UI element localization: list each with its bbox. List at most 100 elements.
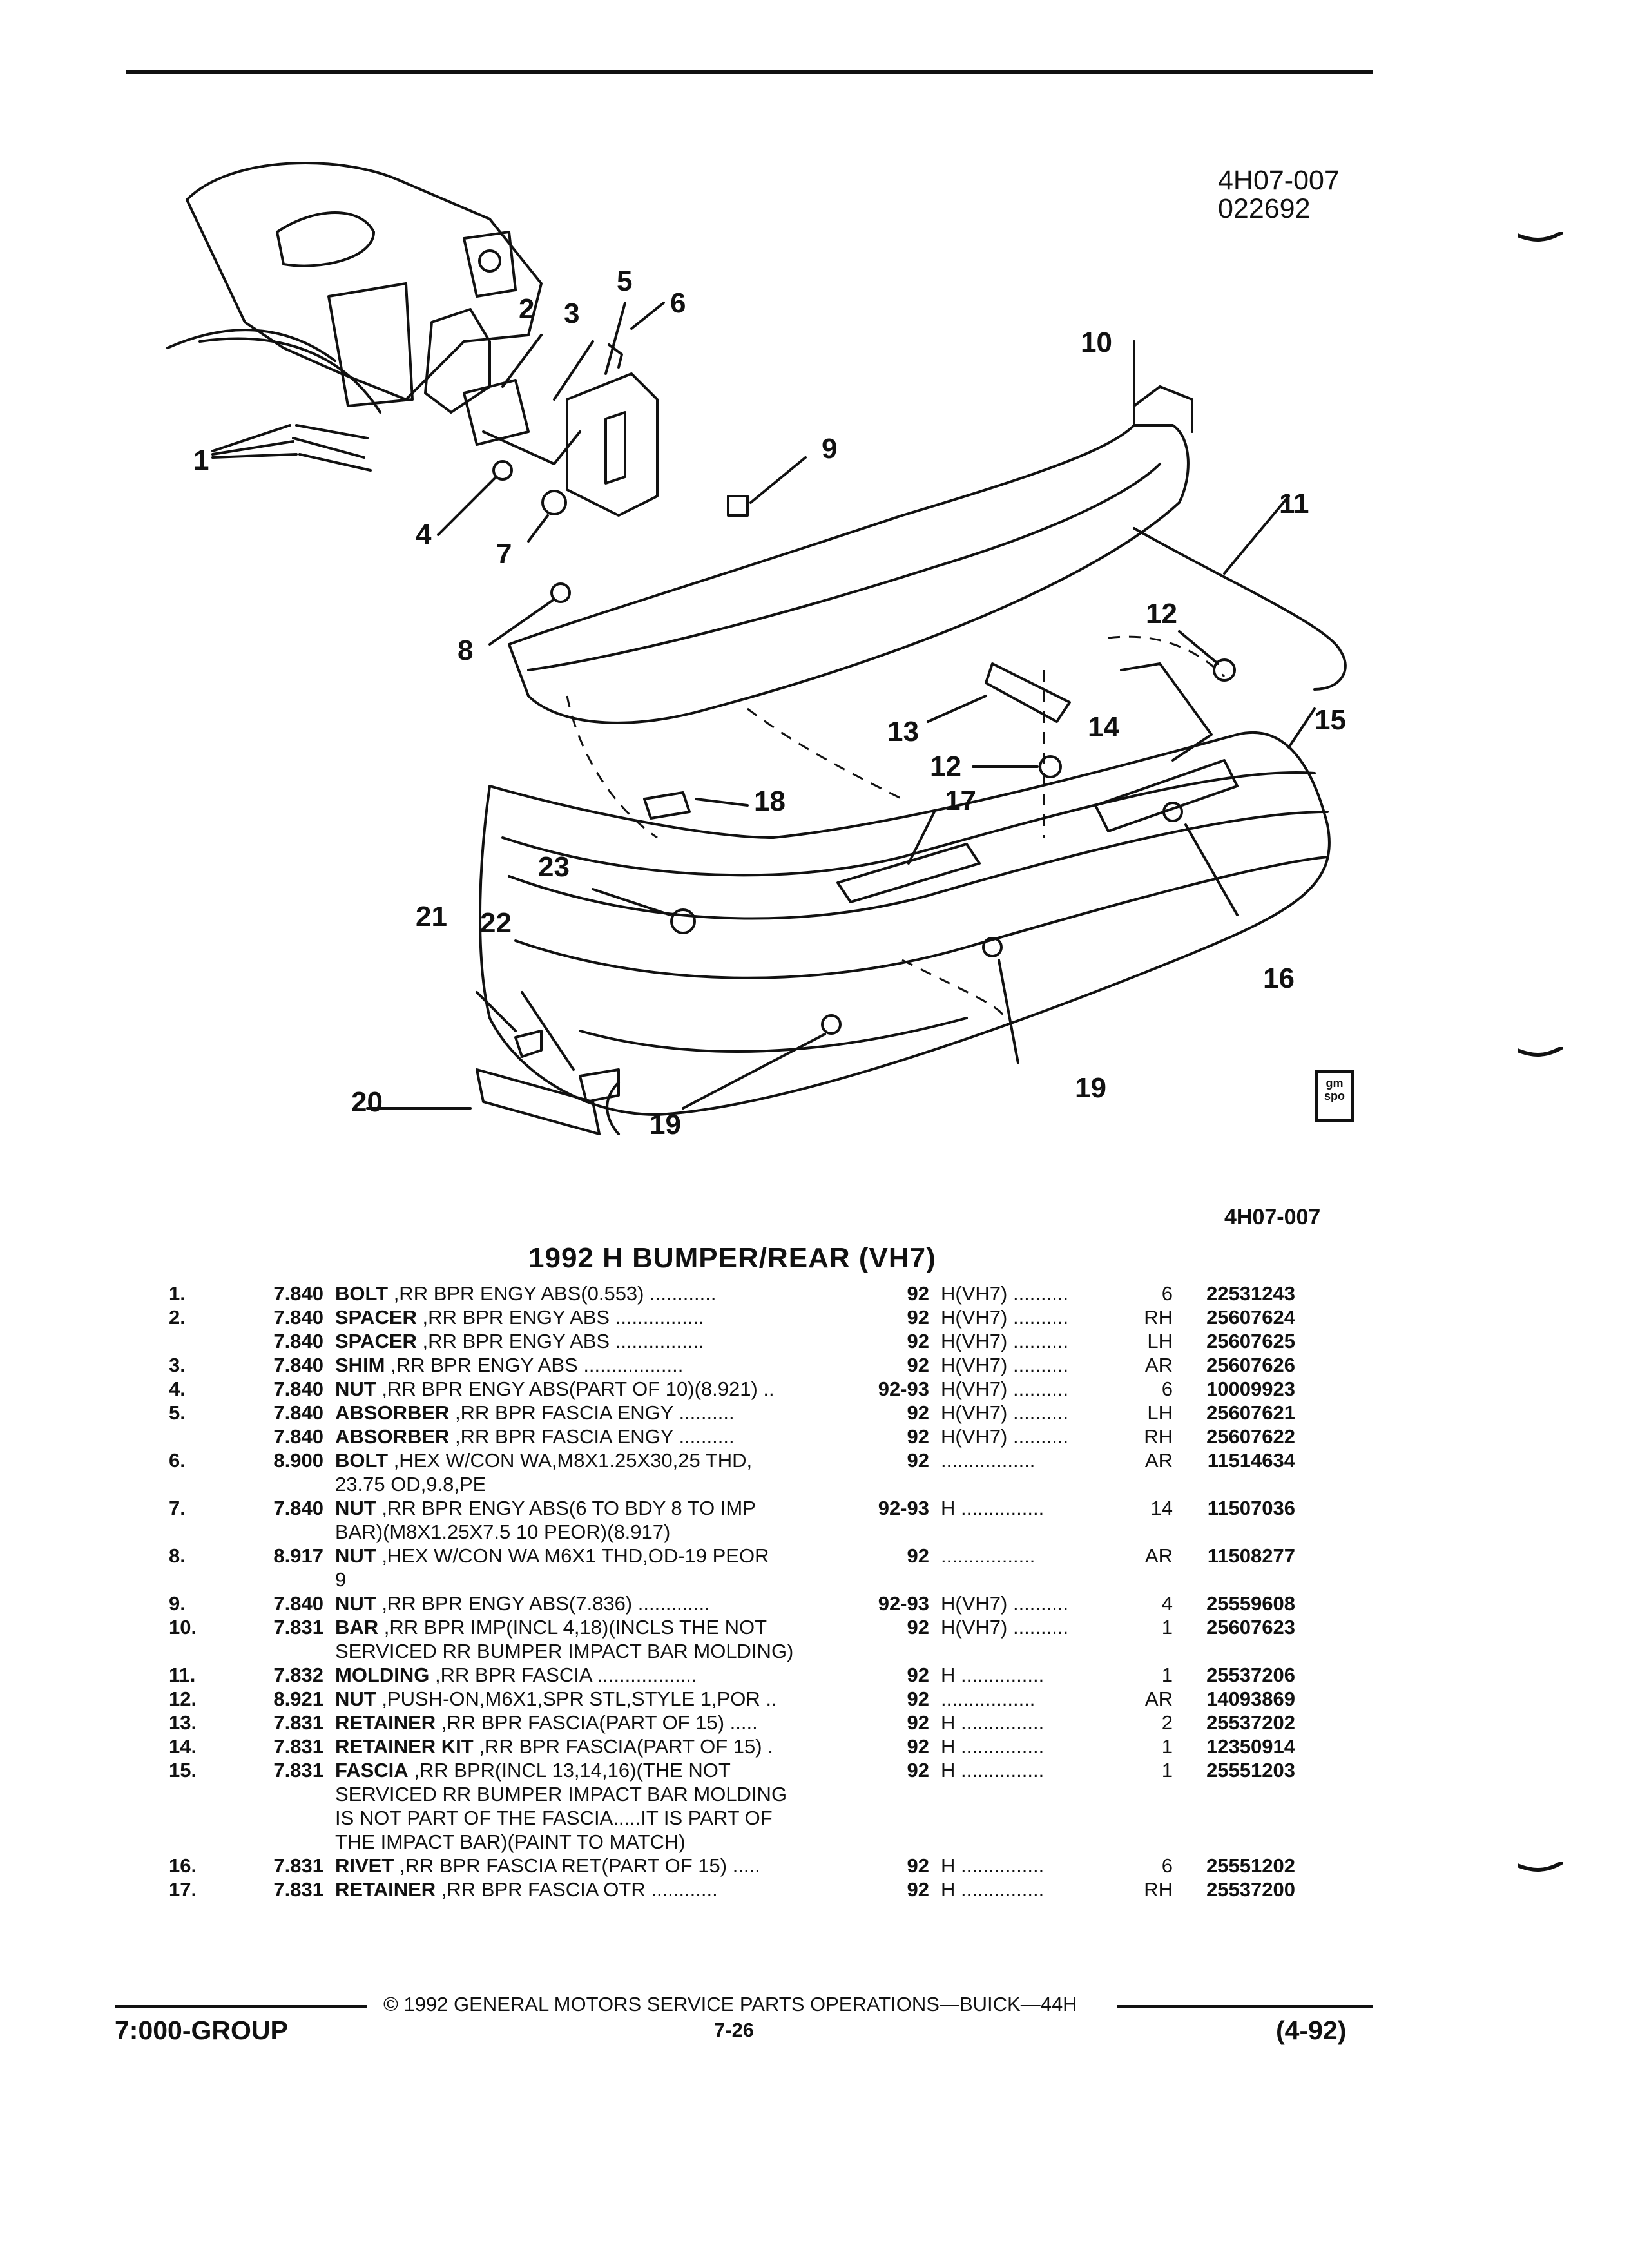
quantity: 1 — [1161, 1735, 1173, 1758]
part-number: 25551202 — [1206, 1854, 1295, 1877]
group-number: 7.840 — [273, 1282, 323, 1305]
year: 92 — [907, 1330, 929, 1352]
callout-14: 14 — [1088, 711, 1119, 743]
model-option: H(VH7) .......... — [941, 1282, 1069, 1305]
table-row: 7.840 ABSORBER ,RR BPR FASCIA ENGY ......… — [155, 1425, 1366, 1449]
callout-23: 23 — [538, 851, 570, 883]
group-number: 7.831 — [273, 1878, 323, 1901]
diagram-code-line1: 4H07-007 — [1218, 165, 1340, 196]
model-option: H ............... — [941, 1759, 1045, 1782]
footer-rule-left — [115, 2005, 367, 2008]
part-number: 11508277 — [1207, 1544, 1295, 1567]
footer-date: (4-92) — [1276, 2015, 1347, 2045]
year: 92 — [907, 1616, 929, 1639]
part-desc: ,RR BPR FASCIA — [429, 1664, 592, 1686]
part-number-ref: 2. — [169, 1306, 186, 1329]
callout-1: 1 — [193, 445, 209, 476]
part-name: RETAINER KIT — [335, 1735, 474, 1758]
quantity: 1 — [1161, 1664, 1173, 1686]
description: SERVICED RR BUMPER IMPACT BAR MOLDING — [335, 1783, 870, 1806]
quantity: 6 — [1161, 1282, 1173, 1305]
group-number: 7.840 — [273, 1497, 323, 1519]
model-option: H ............... — [941, 1735, 1045, 1758]
part-number-ref: 8. — [169, 1544, 186, 1567]
part-desc: ,RR BPR IMP(INCL 4,18)(INCLS THE NOT — [378, 1616, 767, 1639]
quantity: 14 — [1150, 1497, 1173, 1519]
group-number: 8.900 — [273, 1449, 323, 1472]
year: 92 — [907, 1282, 929, 1305]
year: 92 — [907, 1878, 929, 1901]
callout-18: 18 — [754, 785, 786, 817]
leader-dots: .. — [760, 1687, 777, 1710]
leader-dots: ..... — [727, 1854, 760, 1877]
description: ABSORBER ,RR BPR FASCIA ENGY .......... — [335, 1425, 870, 1448]
description: NUT ,RR BPR ENGY ABS(6 TO BDY 8 TO IMP — [335, 1497, 870, 1520]
diagram-code-bottom: 4H07-007 — [1224, 1205, 1321, 1229]
part-number-ref: 9. — [169, 1592, 186, 1615]
part-desc: ,RR BPR ENGY ABS(PART OF 10)(8.921) — [376, 1378, 758, 1400]
footer-page-number: 7-26 — [714, 2019, 755, 2041]
part-number-ref: 12. — [169, 1687, 197, 1710]
callout-7: 7 — [496, 538, 512, 570]
callout-19a: 19 — [1075, 1072, 1106, 1104]
description: 9 — [335, 1568, 870, 1591]
year: 92 — [907, 1759, 929, 1782]
margin-mark — [1518, 1862, 1563, 1872]
part-number: 25607622 — [1206, 1425, 1295, 1448]
body-panel — [166, 162, 543, 414]
year: 92 — [907, 1687, 929, 1710]
part-number: 25607621 — [1206, 1401, 1295, 1424]
part-name: SHIM — [335, 1354, 385, 1376]
leader-dots: ................ — [610, 1306, 704, 1329]
part-desc: THE IMPACT BAR)(PAINT TO MATCH) — [335, 1831, 686, 1853]
section-title: 1992 H BUMPER/REAR (VH7) — [528, 1242, 936, 1274]
description: MOLDING ,RR BPR FASCIA .................… — [335, 1664, 870, 1687]
part-desc: 23.75 OD,9.8,PE — [335, 1473, 487, 1495]
part-number-ref: 4. — [169, 1378, 186, 1400]
callout-11: 11 — [1279, 488, 1309, 519]
model-option: H ............... — [941, 1664, 1045, 1686]
model-option: ................. — [941, 1687, 1036, 1710]
part-name: BOLT — [335, 1449, 389, 1472]
table-row: SERVICED RR BUMPER IMPACT BAR MOLDING) — [155, 1640, 1366, 1664]
part-number: 14093869 — [1206, 1687, 1295, 1710]
part-desc: ,RR BPR ENGY ABS(0.553) — [388, 1282, 644, 1305]
callout-20: 20 — [351, 1086, 383, 1118]
part-desc: ,RR BPR(INCL 13,14,16)(THE NOT — [408, 1759, 731, 1782]
part-number: 10009923 — [1206, 1378, 1295, 1400]
part-desc: ,RR BPR ENGY ABS(6 TO BDY 8 TO IMP — [376, 1497, 756, 1519]
description: BAR)(M8X1.25X7.5 10 PEOR)(8.917) — [335, 1521, 870, 1544]
part-number: 11514634 — [1207, 1449, 1295, 1472]
quantity: RH — [1144, 1425, 1173, 1448]
group-number: 7.840 — [273, 1330, 323, 1352]
part-desc: ,RR BPR FASCIA ENGY — [449, 1425, 673, 1448]
leader-dots: ............ — [645, 1878, 718, 1901]
quantity: RH — [1144, 1878, 1173, 1901]
callout-6: 6 — [670, 287, 686, 319]
model-option: ................. — [941, 1449, 1036, 1472]
fascia — [479, 731, 1331, 1116]
part-desc: ,PUSH-ON,M6X1,SPR STL,STYLE 1,POR — [376, 1687, 760, 1710]
year: 92 — [907, 1449, 929, 1472]
year: 92 — [907, 1711, 929, 1734]
year: 92 — [907, 1544, 929, 1567]
part-number-ref: 13. — [169, 1711, 197, 1734]
part-number-ref: 3. — [169, 1354, 186, 1376]
part-desc: ,RR BPR ENGY ABS(7.836) — [376, 1592, 633, 1615]
callout-2: 2 — [519, 293, 535, 325]
description: NUT ,PUSH-ON,M6X1,SPR STL,STYLE 1,POR .. — [335, 1687, 870, 1711]
model-option: H(VH7) .......... — [941, 1306, 1069, 1329]
part-name: BAR — [335, 1616, 379, 1639]
table-row: THE IMPACT BAR)(PAINT TO MATCH) — [155, 1831, 1366, 1854]
group-number: 7.831 — [273, 1616, 323, 1639]
quantity: 4 — [1161, 1592, 1173, 1615]
diagram-code: 4H07-007 022692 — [1218, 166, 1340, 223]
model-option: H(VH7) .......... — [941, 1330, 1069, 1352]
description: IS NOT PART OF THE FASCIA.....IT IS PART… — [335, 1807, 870, 1830]
group-number: 7.840 — [273, 1425, 323, 1448]
